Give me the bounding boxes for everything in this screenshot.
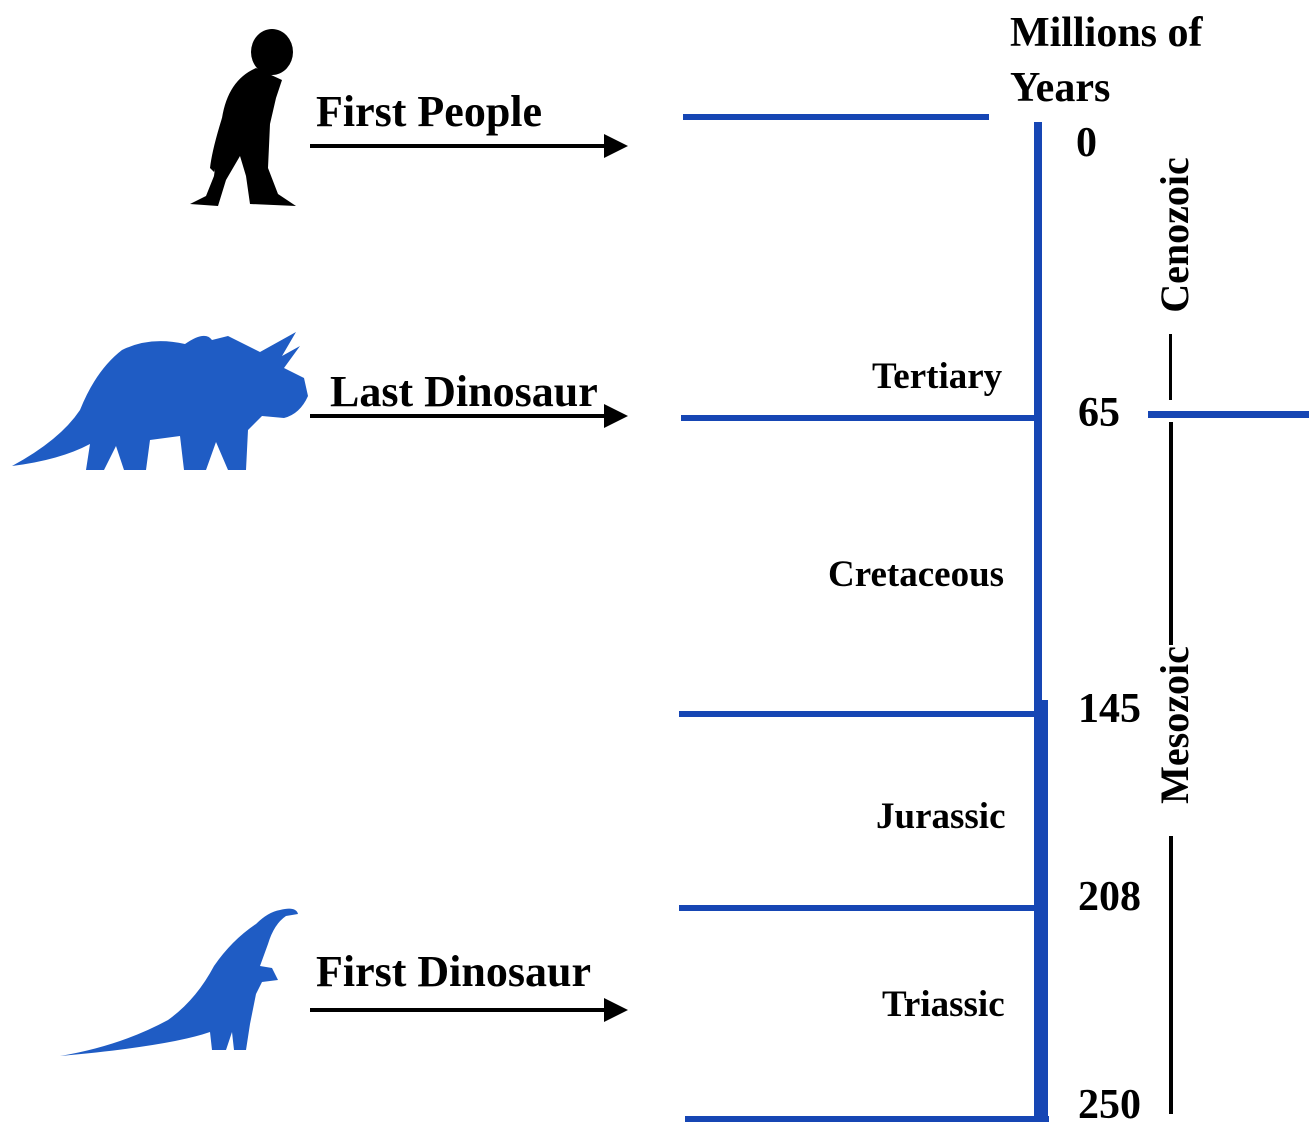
period-label-triassic: Triassic xyxy=(880,968,1031,1045)
axis-title: Millions of Years xyxy=(1010,6,1203,115)
tick-label-65: 65 xyxy=(1078,392,1120,434)
period-label-jurassic: Jurassic xyxy=(874,782,1028,851)
era-label-cenozoic: Cenozoic xyxy=(1150,155,1200,315)
event-label-last-dinosaur: Last Dinosaur xyxy=(330,370,598,414)
period-label-cretaceous: Cretaceous xyxy=(826,536,1016,627)
human-silhouette-icon xyxy=(190,29,296,206)
triceratops-icon xyxy=(12,332,308,470)
era-line-mesozoic-lower xyxy=(1169,836,1173,1114)
era-label-mesozoic: Mesozoic xyxy=(1150,645,1200,805)
axis-title-line2: Years xyxy=(1010,61,1203,116)
event-label-first-people: First People xyxy=(316,90,542,134)
period-label-tertiary: Tertiary xyxy=(852,348,1018,415)
event-label-first-dinosaur: First Dinosaur xyxy=(316,950,591,994)
era-line-mesozoic-upper xyxy=(1169,422,1173,662)
tick-label-208: 208 xyxy=(1078,876,1141,918)
axis-title-line1: Millions of xyxy=(1010,6,1203,61)
timeline-axis xyxy=(1034,122,1042,1122)
boundary-line-0 xyxy=(683,114,989,120)
boundary-line-145 xyxy=(679,711,1041,717)
timeline-axis-lower xyxy=(1042,700,1048,1122)
era-line-cenozoic xyxy=(1169,334,1172,400)
tick-label-145: 145 xyxy=(1078,688,1141,730)
boundary-line-208 xyxy=(679,905,1045,911)
era-boundary-65 xyxy=(1148,411,1309,418)
tick-label-0: 0 xyxy=(1076,122,1097,164)
sauropod-icon xyxy=(60,909,298,1056)
boundary-line-250 xyxy=(685,1116,1049,1122)
event-arrows xyxy=(310,134,628,1022)
boundary-line-65 xyxy=(681,415,1041,421)
tick-label-250: 250 xyxy=(1078,1084,1141,1126)
